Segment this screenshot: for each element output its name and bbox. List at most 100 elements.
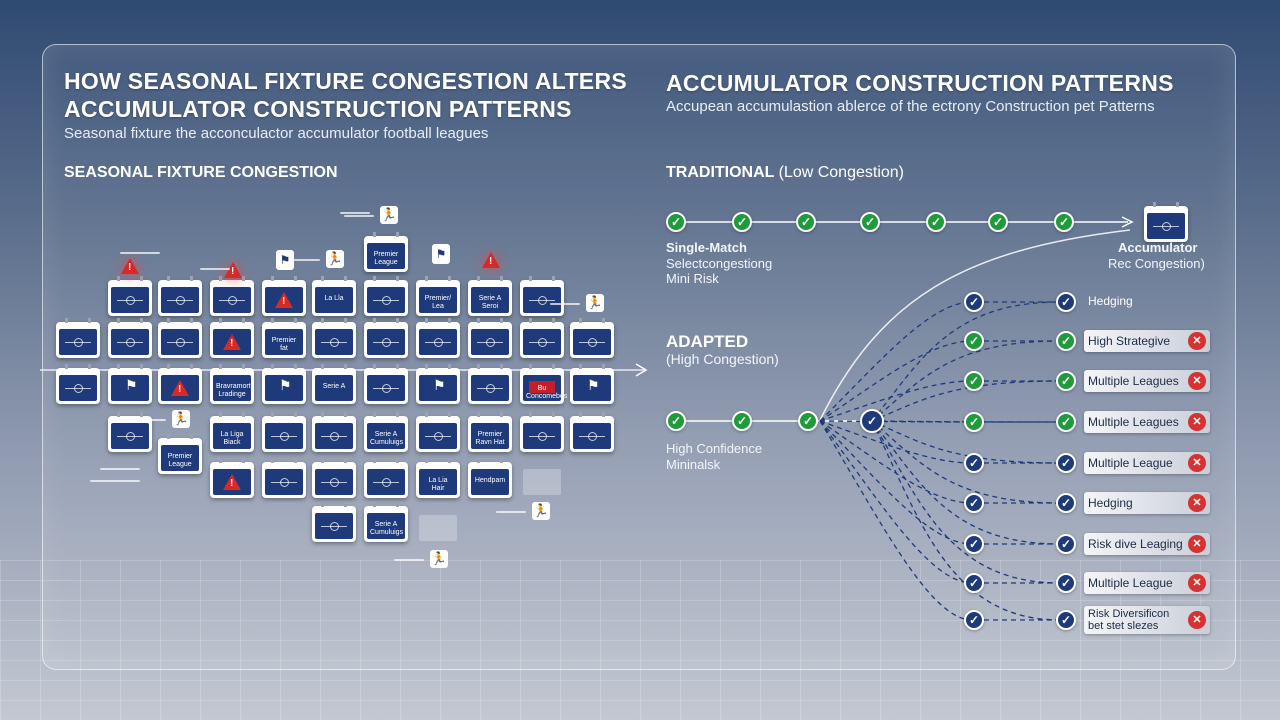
outcome-pill: Multiple Leagues xyxy=(1084,411,1210,433)
path-check-icon: ✓ xyxy=(964,534,984,554)
fixture-calendar-card xyxy=(468,318,512,358)
motion-line xyxy=(290,259,320,261)
motion-line xyxy=(340,212,370,214)
check-icon: ✓ xyxy=(988,212,1008,232)
connector-curve xyxy=(819,340,973,422)
fixture-calendar-card: ⚑ xyxy=(570,364,614,404)
fixture-calendar-card xyxy=(520,318,564,358)
left-section-heading: SEASONAL FIXTURE CONGESTION xyxy=(64,164,338,181)
outcome-check-icon: ✓ xyxy=(1056,573,1076,593)
reject-x-icon: ✕ xyxy=(1188,494,1206,512)
fixture-calendar-card xyxy=(210,276,254,316)
fixture-calendar-card: Hendpam xyxy=(468,458,512,498)
accumulator-calendar-icon xyxy=(1144,202,1188,242)
outcome-check-icon: ✓ xyxy=(1056,412,1076,432)
outcome-check-icon: ✓ xyxy=(1056,331,1076,351)
reject-x-icon: ✕ xyxy=(1188,454,1206,472)
outcome-label: Risk Diversificon bet stet slezes xyxy=(1088,608,1170,632)
motion-line xyxy=(344,215,374,217)
fixture-calendar-card xyxy=(108,412,152,452)
fixture-calendar-card: Bu Concomebes xyxy=(520,364,568,404)
fixture-calendar-card xyxy=(312,502,356,542)
connector-curve xyxy=(819,420,973,584)
motion-line xyxy=(550,303,580,305)
connector-curve xyxy=(819,420,973,621)
runner-icon: 🏃 xyxy=(172,410,190,428)
runner-icon: 🏃 xyxy=(326,250,344,268)
outcome-check-icon: ✓ xyxy=(1056,371,1076,391)
reject-x-icon: ✕ xyxy=(1188,332,1206,350)
check-icon: ✓ xyxy=(732,212,752,232)
reject-x-icon: ✕ xyxy=(1188,413,1206,431)
motion-line xyxy=(120,252,160,254)
calendar-card-label: Serie A Cumuluigs xyxy=(370,521,404,536)
fixture-calendar-card: Serie A Cumuluigs xyxy=(364,502,408,542)
fixture-calendar-card: ! xyxy=(262,276,306,316)
reject-x-icon: ✕ xyxy=(1188,611,1206,629)
traditional-label: TRADITIONAL xyxy=(666,164,775,181)
connector-curve xyxy=(871,301,1061,422)
connector-curve xyxy=(871,420,1061,621)
motion-line xyxy=(100,468,140,470)
connector-curve xyxy=(871,420,1061,584)
fixture-calendar-card xyxy=(570,318,614,358)
connector-curve xyxy=(819,229,1131,421)
connector-curve xyxy=(871,420,1061,545)
hub-check-icon: ✓ xyxy=(860,409,884,433)
path-check-icon: ✓ xyxy=(964,331,984,351)
fixture-calendar-card xyxy=(262,458,306,498)
fixture-calendar-card: Premier League xyxy=(364,232,408,272)
calendar-card-label: Serie A Seroi xyxy=(478,295,502,310)
path-check-icon: ✓ xyxy=(964,292,984,312)
adapted-caption-2: Mininalsk xyxy=(666,457,721,472)
fixture-calendar-card: ! xyxy=(158,364,202,404)
trad-caption-2: Selectcongestiong xyxy=(666,256,773,271)
warning-icon: ! xyxy=(275,292,293,308)
congestion-warning-icon: ! xyxy=(121,258,139,274)
connector-curve xyxy=(871,380,1061,422)
connector-curve xyxy=(819,420,973,423)
outcome-label: Multiple Leagues xyxy=(1088,374,1179,388)
runner-icon: 🏃 xyxy=(430,550,448,568)
fixture-calendar-card xyxy=(416,318,460,358)
fixture-calendar-card xyxy=(262,412,306,452)
check-icon: ✓ xyxy=(926,212,946,232)
connector-curve xyxy=(819,420,973,545)
warning-icon: ! xyxy=(223,334,241,350)
reject-x-icon: ✕ xyxy=(1188,535,1206,553)
fixture-calendar-card xyxy=(364,318,408,358)
main-title-line-1: HOW SEASONAL FIXTURE CONGESTION ALTERS xyxy=(64,68,627,94)
fixture-calendar-card xyxy=(158,318,202,358)
runner-icon: 🏃 xyxy=(532,502,550,520)
fixture-calendar-card: ⚑ xyxy=(262,364,306,404)
outcome-check-icon: ✓ xyxy=(1056,493,1076,513)
fixture-calendar-card xyxy=(312,458,356,498)
calendar-card-label: La Lla xyxy=(324,295,344,302)
check-icon: ✓ xyxy=(798,411,818,431)
reject-x-icon: ✕ xyxy=(1188,574,1206,592)
calendar-card-label: Bravramort Lradinge xyxy=(216,383,251,398)
outcome-check-icon: ✓ xyxy=(1056,534,1076,554)
fixture-calendar-card xyxy=(364,458,408,498)
accumulator-label: Accumulator xyxy=(1118,240,1198,255)
check-icon: ✓ xyxy=(860,212,880,232)
calendar-card-label: Premier Ravn Hat xyxy=(475,431,505,446)
fixture-calendar-card xyxy=(570,412,614,452)
outcome-label: High Strategive xyxy=(1088,334,1171,348)
outcome-label: Multiple League xyxy=(1088,576,1173,590)
fixture-calendar-card xyxy=(364,364,408,404)
fixture-calendar-card: ⚑ xyxy=(416,364,460,404)
calendar-card-label: Hendpam xyxy=(474,477,506,484)
fixture-calendar-card xyxy=(158,276,202,316)
adapted-label: ADAPTED xyxy=(666,332,749,351)
outcome-pill: Risk dive Leaging xyxy=(1084,533,1210,555)
connector-curve xyxy=(871,420,1061,464)
fixture-calendar-card: Premier/ Lea xyxy=(416,276,460,316)
calendar-card-label: Bu Concomebes xyxy=(526,385,568,400)
connector-curve xyxy=(871,420,1061,504)
connector-curve xyxy=(819,420,973,504)
calendar-card-label: Premier League xyxy=(167,453,193,468)
fixture-calendar-card xyxy=(56,318,100,358)
